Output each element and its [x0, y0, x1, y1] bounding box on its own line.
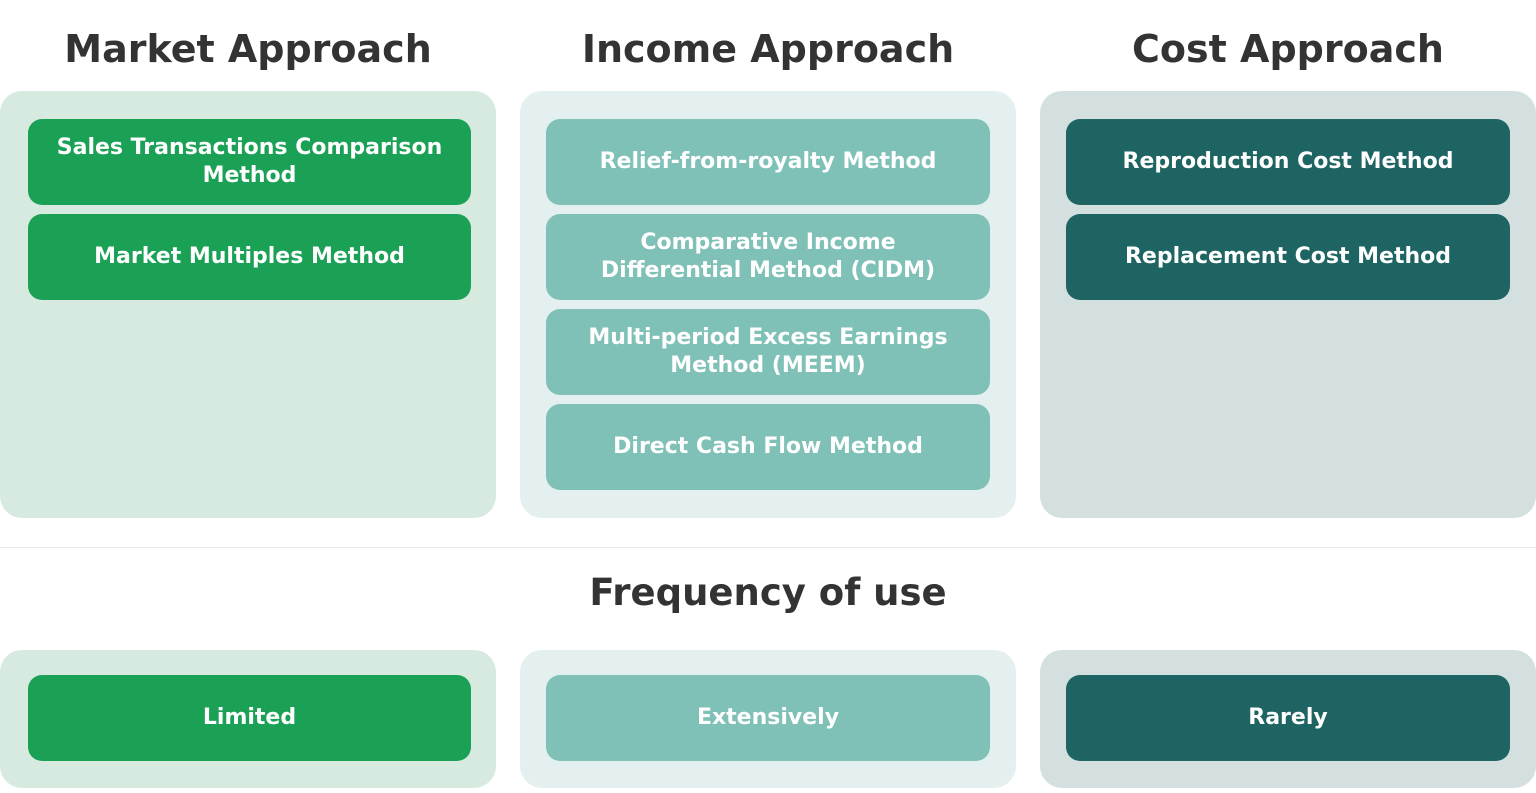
- method-sales-transactions-comparison: Sales Transactions Comparison Method: [28, 119, 471, 205]
- cost-approach-panel: Reproduction Cost Method Replacement Cos…: [1040, 91, 1536, 518]
- method-cidm: Comparative Income Differential Method (…: [546, 214, 990, 300]
- method-direct-cash-flow: Direct Cash Flow Method: [546, 404, 990, 490]
- market-approach-panel: Sales Transactions Comparison Method Mar…: [0, 91, 496, 518]
- frequency-cost-value: Rarely: [1066, 675, 1510, 761]
- method-market-multiples: Market Multiples Method: [28, 214, 471, 300]
- method-relief-from-royalty: Relief-from-royalty Method: [546, 119, 990, 205]
- income-approach-panel: Relief-from-royalty Method Comparative I…: [520, 91, 1016, 518]
- frequency-market-value: Limited: [28, 675, 471, 761]
- cost-frequency-panel: Rarely: [1040, 650, 1536, 788]
- income-approach-title: Income Approach: [581, 27, 955, 71]
- section-divider: [0, 547, 1536, 548]
- method-meem: Multi-period Excess Earnings Method (MEE…: [546, 309, 990, 395]
- method-replacement-cost: Replacement Cost Method: [1066, 214, 1510, 300]
- cost-approach-title: Cost Approach: [1132, 27, 1444, 71]
- frequency-title: Frequency of use: [589, 571, 947, 614]
- market-frequency-panel: Limited: [0, 650, 496, 788]
- frequency-income-value: Extensively: [546, 675, 990, 761]
- market-approach-title: Market Approach: [64, 27, 432, 71]
- income-frequency-panel: Extensively: [520, 650, 1016, 788]
- method-reproduction-cost: Reproduction Cost Method: [1066, 119, 1510, 205]
